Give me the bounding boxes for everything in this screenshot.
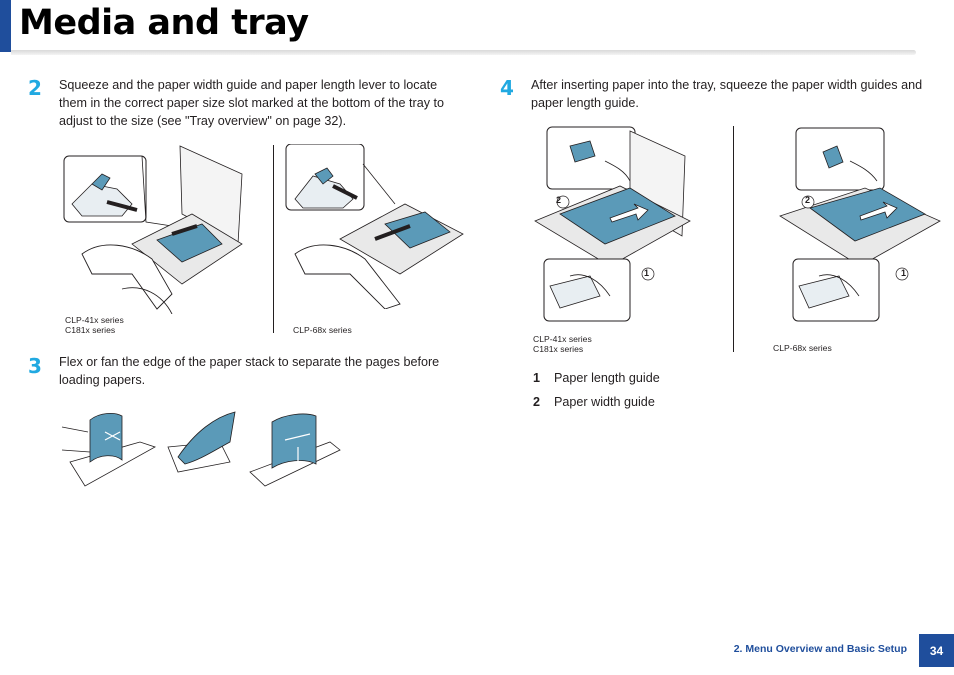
callout-1-right: 1 xyxy=(901,268,907,278)
step-3-text: Flex or fan the edge of the paper stack … xyxy=(59,353,439,389)
legend-num-2: 2 xyxy=(533,395,541,409)
step-2-text: Squeeze and the paper width guide and pa… xyxy=(59,76,444,130)
callout-2-left: 2 xyxy=(556,195,562,205)
tray-adjust-illustration-clp41x xyxy=(63,145,243,314)
callout-2-right: 2 xyxy=(805,195,811,205)
step-4-number: 4 xyxy=(500,76,514,100)
caption-line: CLP-41x series xyxy=(65,315,124,325)
fan-paper-illustration xyxy=(61,411,341,487)
legend-num-1: 1 xyxy=(533,371,541,385)
step-3-line-2: loading papers. xyxy=(59,373,146,387)
caption-line: C181x series xyxy=(533,344,584,354)
step-2-line-3: adjust to the size (see "Tray overview" … xyxy=(59,114,347,128)
tray-adjust-illustration-clp68x xyxy=(285,144,464,309)
step-4-line-2: paper length guide. xyxy=(531,96,639,110)
page-title: Media and tray xyxy=(19,3,309,43)
page-number: 34 xyxy=(919,634,954,667)
caption-clp41x-step4: CLP-41x series C181x series xyxy=(533,334,592,354)
step-4-line-1: After inserting paper into the tray, squ… xyxy=(531,78,923,92)
tray-loaded-illustration-clp68x xyxy=(779,127,941,322)
caption-clp41x-step2: CLP-41x series C181x series xyxy=(65,315,124,335)
callout-1-left: 1 xyxy=(644,268,650,278)
step-4-divider xyxy=(733,126,734,352)
step-2-divider xyxy=(273,145,274,333)
step-2-number: 2 xyxy=(28,76,42,100)
legend-label-paper-length-guide: Paper length guide xyxy=(554,371,660,385)
step-3-number: 3 xyxy=(28,354,42,378)
step-2-line-2: them in the correct paper size slot mark… xyxy=(59,96,444,110)
caption-line: CLP-41x series xyxy=(533,334,592,344)
title-accent-bar xyxy=(0,0,11,52)
step-4-text: After inserting paper into the tray, squ… xyxy=(531,76,922,112)
step-2-line-1: Squeeze and the paper width guide and pa… xyxy=(59,78,438,92)
title-rule xyxy=(11,50,916,55)
step-3-line-1: Flex or fan the edge of the paper stack … xyxy=(59,355,440,369)
caption-line: C181x series xyxy=(65,325,116,335)
legend-label-paper-width-guide: Paper width guide xyxy=(554,395,655,409)
caption-clp68x-step2: CLP-68x series xyxy=(293,325,352,335)
footer-section-link[interactable]: 2. Menu Overview and Basic Setup xyxy=(733,643,907,655)
tray-loaded-illustration-clp41x xyxy=(534,126,691,322)
caption-clp68x-step4: CLP-68x series xyxy=(773,343,832,353)
